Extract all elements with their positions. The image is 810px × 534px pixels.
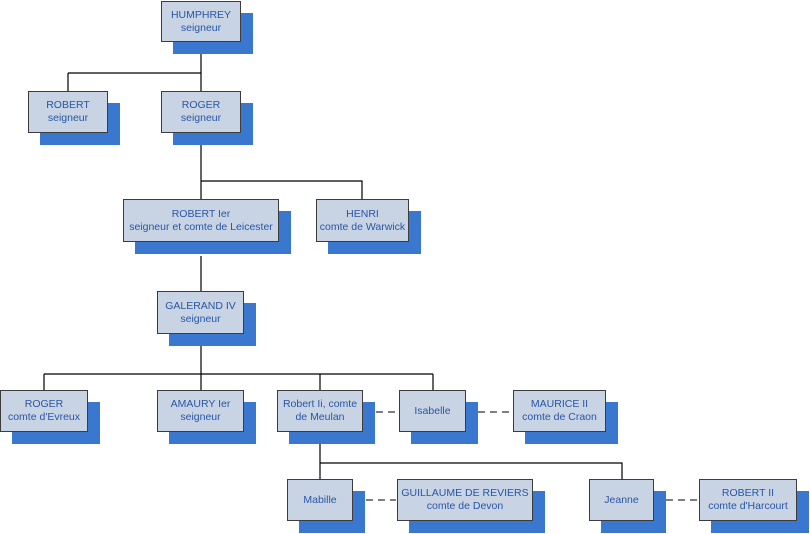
node-roger: ROGER seigneur <box>161 91 241 133</box>
node-robert-ier: ROBERT Ier seigneur et comte de Leiceste… <box>123 199 279 242</box>
node-galerand-title: seigneur <box>180 312 221 325</box>
node-humphrey-name: HUMPHREY <box>170 8 232 21</box>
node-mabille-name: Mabille <box>303 493 337 506</box>
node-isabelle: Isabelle <box>399 390 466 432</box>
node-mabille: Mabille <box>287 479 353 521</box>
node-robert-harcourt-name: ROBERT II <box>721 487 775 499</box>
node-henri-title: comte de Warwick <box>319 220 406 233</box>
node-robert-ii-meulan-name: Robert Ii, comte <box>282 398 358 410</box>
node-guillaume-title: comte de Devon <box>426 500 504 512</box>
node-roger-name: ROGER <box>181 99 221 111</box>
node-galerand-name: GALERAND IV <box>165 299 236 312</box>
node-robert-ier-name: ROBERT Ier <box>171 207 231 220</box>
node-galerand: GALERAND IV seigneur <box>157 291 244 334</box>
node-maurice-name: MAURICE II <box>530 398 589 410</box>
node-robert-ii-meulan-title: de Meulan <box>295 411 345 423</box>
node-amaury: AMAURY Ier seigneur <box>157 390 244 432</box>
node-robert-ii-meulan: Robert Ii, comte de Meulan <box>277 390 363 432</box>
node-robert: ROBERT seigneur <box>28 91 108 133</box>
node-maurice: MAURICE II comte de Craon <box>513 390 606 432</box>
node-robert-ier-title: seigneur et comte de Leicester <box>129 220 273 233</box>
connector-humphrey-children <box>67 42 202 91</box>
node-robert-harcourt-title: comte d'Harcourt <box>708 500 788 512</box>
node-guillaume: GUILLAUME DE REVIERS comte de Devon <box>397 479 533 521</box>
connector-galerand-children <box>43 334 434 390</box>
node-amaury-name: AMAURY Ier <box>170 398 231 410</box>
node-henri-name: HENRI <box>346 207 379 220</box>
connector-roger-children <box>200 133 363 199</box>
node-maurice-title: comte de Craon <box>522 411 597 423</box>
node-roger-evreux-name: ROGER <box>24 398 64 410</box>
node-roger-evreux: ROGER comte d'Evreux <box>0 390 88 432</box>
node-humphrey: HUMPHREY seigneur <box>161 1 241 42</box>
node-robert-name: ROBERT <box>46 99 90 111</box>
node-jeanne-name: Jeanne <box>604 493 639 506</box>
node-robert-title: seigneur <box>47 112 89 124</box>
node-henri: HENRI comte de Warwick <box>316 199 409 242</box>
connector-robert-ii-children <box>319 432 623 479</box>
node-robert-harcourt: ROBERT II comte d'Harcourt <box>699 479 797 521</box>
node-humphrey-title: seigneur <box>180 21 222 34</box>
node-jeanne: Jeanne <box>589 479 654 521</box>
node-isabelle-name: Isabelle <box>414 404 451 417</box>
node-amaury-title: seigneur <box>180 411 221 423</box>
node-guillaume-name: GUILLAUME DE REVIERS <box>401 487 529 499</box>
node-roger-evreux-title: comte d'Evreux <box>7 411 81 423</box>
node-roger-title: seigneur <box>180 112 222 124</box>
